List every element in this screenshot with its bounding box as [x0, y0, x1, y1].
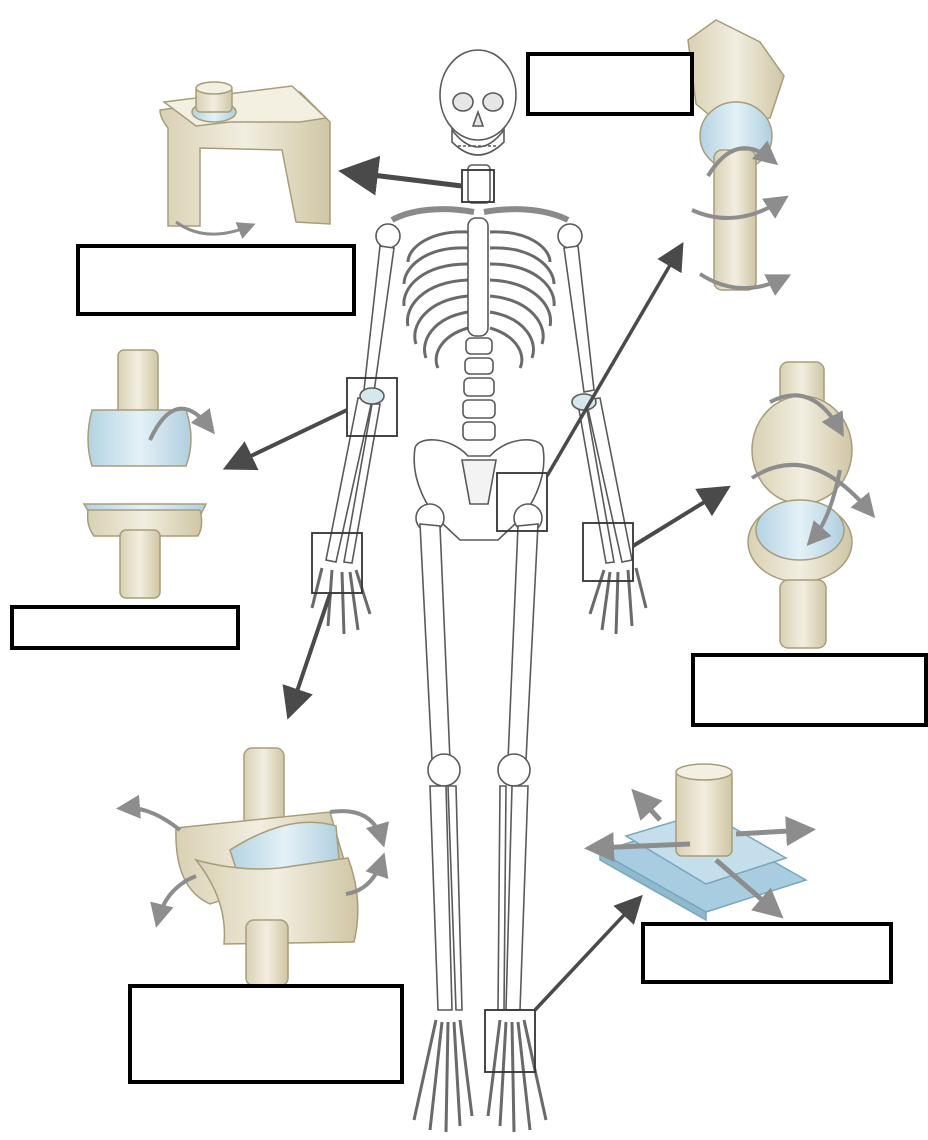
saddle-joint-icon [124, 748, 382, 986]
condyloid-joint-icon [748, 362, 870, 648]
forearm-left [326, 398, 380, 563]
arrow-to-condyloid [633, 490, 724, 546]
plane-joint-icon [594, 764, 806, 920]
clavicle-left [392, 209, 474, 220]
arrow-to-ball-socket [547, 248, 680, 476]
label-box-condyloid[interactable] [691, 653, 928, 727]
hand-right [590, 568, 646, 634]
arrow-to-pivot [348, 172, 462, 186]
ball-and-socket-joint-icon [688, 20, 784, 290]
label-box-ball-and-socket[interactable] [526, 52, 694, 116]
knee-left [428, 754, 460, 786]
forearm-right [578, 398, 632, 563]
humerus-right [564, 246, 594, 392]
knee-right [498, 754, 530, 786]
clavicle-right [484, 209, 568, 220]
eye-socket-left [453, 93, 473, 111]
label-box-saddle[interactable] [128, 984, 404, 1084]
tibia-left [430, 786, 462, 1010]
lumbar-spine [463, 338, 495, 440]
shoulder-left [376, 224, 400, 248]
label-box-pivot[interactable] [76, 244, 356, 316]
foot-left [414, 1020, 472, 1132]
shoulder-right [558, 224, 582, 248]
arrow-to-plane [535, 900, 638, 1010]
label-box-plane[interactable] [641, 922, 893, 984]
label-box-hinge[interactable] [10, 605, 240, 650]
eye-socket-right [483, 93, 503, 111]
foot-right [488, 1020, 546, 1132]
femur-right [508, 524, 538, 760]
arrow-to-saddle [290, 594, 330, 712]
femur-left [420, 524, 450, 760]
tibia-right [498, 786, 528, 1010]
hinge-joint-icon [84, 350, 210, 598]
pivot-joint-icon [160, 82, 330, 234]
arrow-to-hinge [230, 410, 347, 466]
elbow-left [360, 388, 384, 404]
sternum [468, 218, 488, 336]
humerus-left [364, 246, 394, 392]
